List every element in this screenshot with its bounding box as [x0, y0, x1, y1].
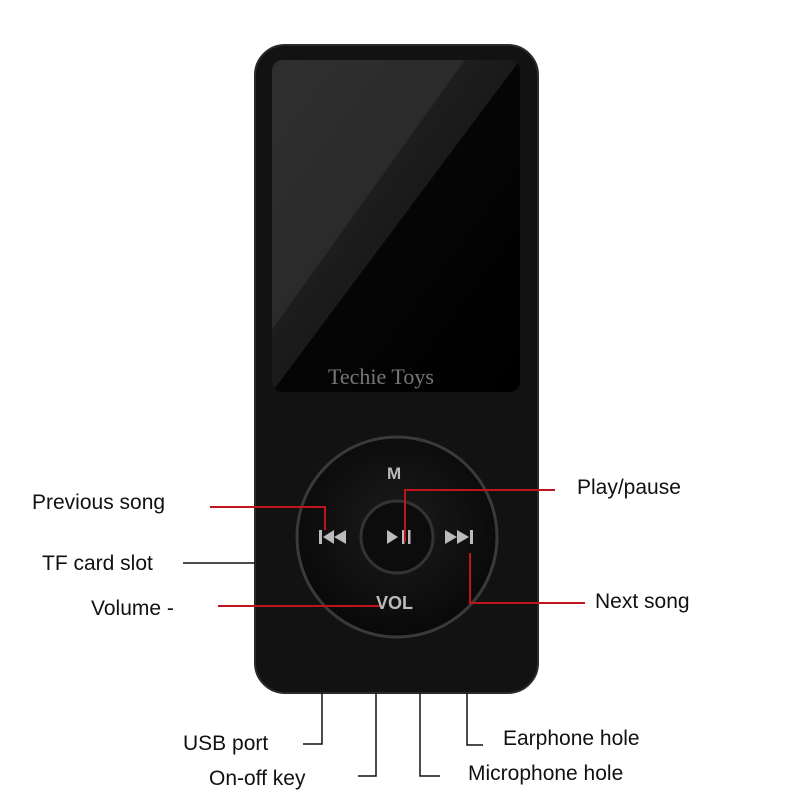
- play-pause-icon[interactable]: [387, 530, 411, 544]
- leader-play: [404, 489, 555, 542]
- label-volume-minus: Volume -: [91, 597, 174, 620]
- leader-next: [469, 553, 585, 604]
- label-play-pause: Play/pause: [577, 476, 681, 499]
- label-previous-song: Previous song: [32, 491, 166, 514]
- skip-next-icon[interactable]: [445, 530, 473, 544]
- menu-button[interactable]: M: [387, 464, 402, 483]
- label-tf-card-slot: TF card slot: [42, 552, 153, 575]
- leader-onoff: [358, 693, 377, 777]
- label-earphone-hole: Earphone hole: [503, 727, 640, 750]
- label-on-off-key: On-off key: [209, 767, 306, 790]
- volume-button[interactable]: VOL: [376, 593, 414, 613]
- leader-previous: [210, 506, 326, 530]
- watermark: Techie Toys: [328, 364, 434, 389]
- leader-earphone: [466, 693, 483, 746]
- label-microphone-hole: Microphone hole: [468, 762, 624, 785]
- label-usb-port: USB port: [183, 732, 269, 755]
- leader-usb: [303, 693, 323, 745]
- leader-mic: [419, 693, 440, 777]
- label-next-song: Next song: [595, 590, 690, 613]
- skip-previous-icon[interactable]: [319, 530, 346, 544]
